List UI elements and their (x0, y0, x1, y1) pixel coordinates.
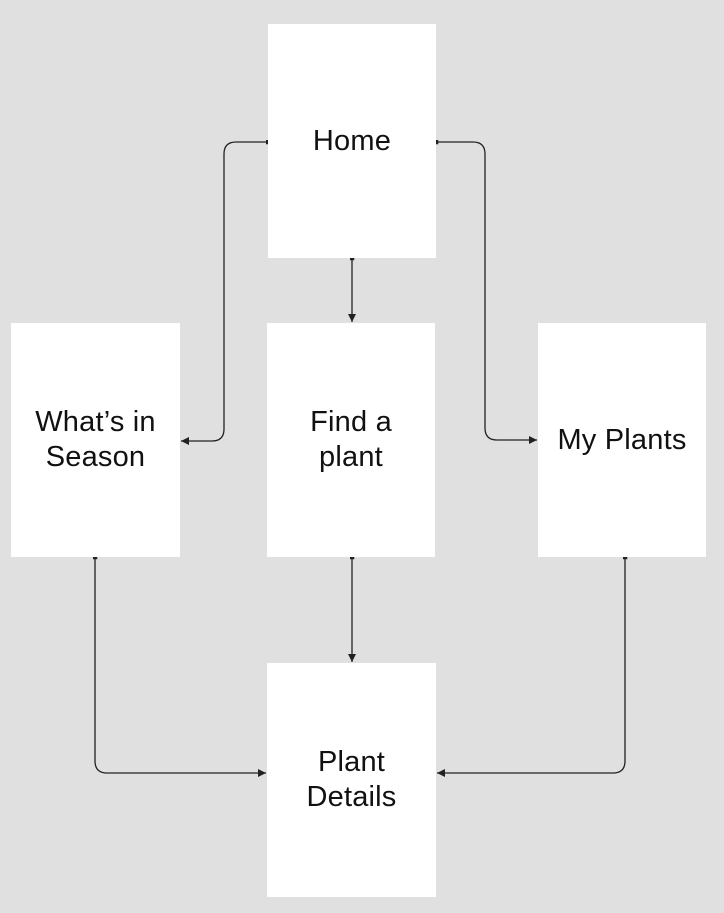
node-whats-in-season-label: What’s in Season (35, 406, 156, 473)
node-find-a-plant: Find a plant (267, 323, 435, 557)
node-my-plants-label: My Plants (557, 423, 687, 456)
node-plant-details: Plant Details (267, 663, 436, 897)
node-find-a-plant-label: Find a plant (310, 406, 392, 473)
node-whats-in-season: What’s in Season (11, 323, 180, 557)
edge-whats-in-season-to-plant-details (92, 554, 266, 777)
node-home: Home (268, 24, 436, 258)
node-my-plants: My Plants (538, 323, 706, 557)
edge-my-plants-to-plant-details (437, 554, 628, 777)
node-plant-details-label: Plant Details (306, 746, 397, 813)
edge-home-to-my-plants (433, 139, 537, 444)
node-home-label: Home (312, 124, 392, 157)
edge-home-to-whats-in-season (181, 139, 271, 445)
